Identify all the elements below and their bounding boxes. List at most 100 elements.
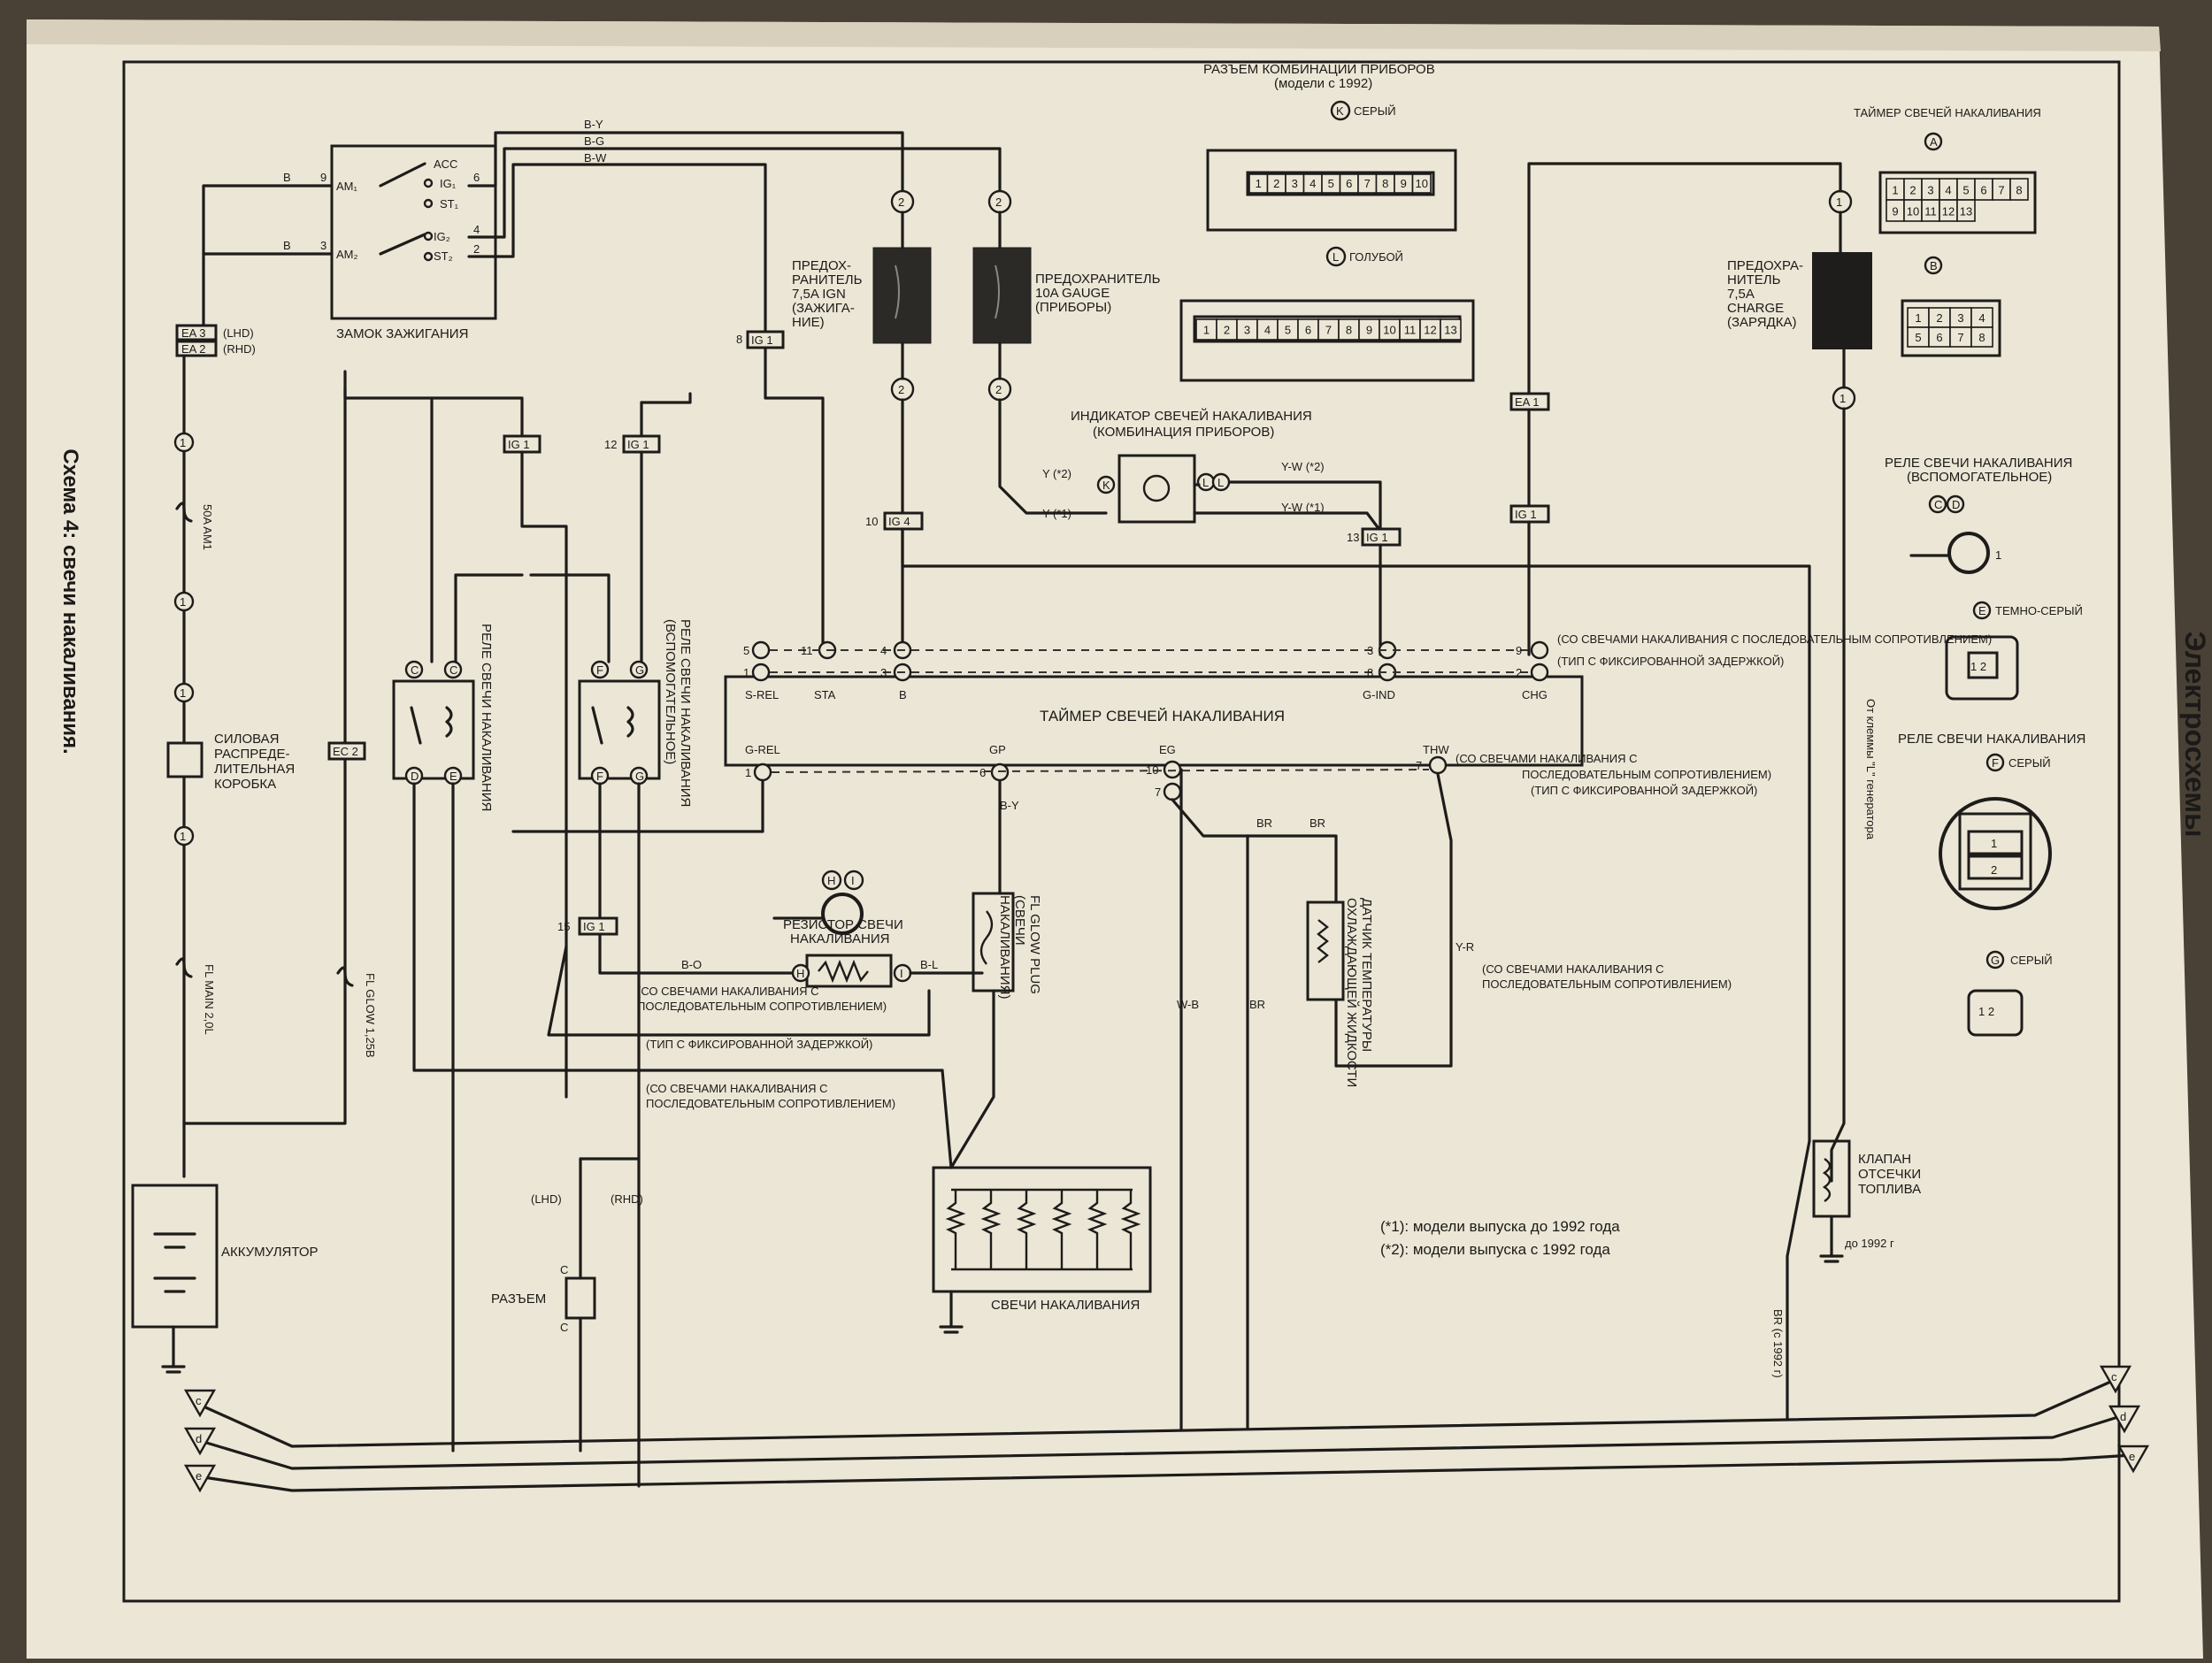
timer-connector-b: [1901, 299, 2001, 357]
connector-pin-number: 12: [1942, 204, 1955, 218]
svg-text:(СО СВЕЧАМИ НАКАЛИВАНИЯ С: (СО СВЕЧАМИ НАКАЛИВАНИЯ С: [1455, 752, 1638, 765]
svg-text:Y (*1): Y (*1): [1042, 507, 1071, 520]
svg-text:S-REL: S-REL: [745, 688, 779, 701]
svg-text:4: 4: [473, 223, 480, 236]
svg-text:G: G: [1991, 954, 2000, 967]
svg-text:CHG: CHG: [1522, 688, 1548, 701]
svg-text:1: 1: [745, 766, 751, 779]
svg-text:1 2: 1 2: [1970, 660, 1986, 673]
battery-label: АККУМУЛЯТОР: [221, 1245, 319, 1260]
svg-text:E: E: [449, 770, 457, 783]
svg-text:B: B: [1930, 259, 1938, 272]
svg-text:2: 2: [898, 383, 904, 396]
contact-am2: AM₂: [336, 248, 358, 261]
svg-text:(СО СВЕЧАМИ НАКАЛИВАНИЯ С: (СО СВЕЧАМИ НАКАЛИВАНИЯ С: [646, 1082, 828, 1095]
contact-st1: ST₁: [440, 197, 459, 211]
svg-text:G: G: [635, 663, 644, 677]
connector-pin-number: 4: [1264, 324, 1271, 337]
connector-pin: [1970, 326, 1993, 348]
svg-text:СЕРЫЙ: СЕРЫЙ: [2010, 954, 2053, 967]
connector-pin-number: 6: [1936, 331, 1942, 344]
connector-pin-number: 8: [1346, 324, 1352, 337]
svg-text:IG 1: IG 1: [1515, 508, 1537, 521]
svg-text:e: e: [2129, 1450, 2135, 1463]
svg-text:G-IND: G-IND: [1363, 688, 1395, 701]
connector-pin-number: 9: [1366, 324, 1372, 337]
connector-e: [1945, 635, 2019, 701]
timer-connector-title: ТАЙМЕР СВЕЧЕЙ НАКАЛИВАНИЯ: [1854, 106, 2041, 119]
svg-text:GP: GP: [989, 743, 1006, 756]
connector-pin: [2009, 178, 2029, 201]
svg-text:(LHD): (LHD): [531, 1192, 562, 1206]
svg-text:(RHD): (RHD): [611, 1192, 643, 1206]
connector-pin-number: 13: [1960, 204, 1972, 218]
svg-text:(LHD): (LHD): [223, 326, 254, 340]
connector-pin-number: 4: [1310, 177, 1316, 190]
timer-connector-a: [1878, 171, 2037, 234]
svg-text:2: 2: [995, 195, 1002, 209]
svg-text:E: E: [1978, 604, 1986, 617]
svg-text:Y-R: Y-R: [1455, 940, 1474, 954]
fuse-charge: [1812, 252, 1872, 349]
connector-pin-number: 5: [1328, 177, 1334, 190]
glow-indicator-label: ИНДИКАТОР СВЕЧЕЙ НАКАЛИВАНИЯ(КОМБИНАЦИЯ …: [1071, 408, 1312, 440]
svg-text:B-G: B-G: [584, 134, 604, 148]
svg-text:13: 13: [1347, 531, 1359, 544]
svg-text:1 2: 1 2: [1978, 1005, 1994, 1018]
svg-text:L: L: [1333, 250, 1339, 264]
connector-pin-number: 6: [1305, 324, 1311, 337]
fuse-gauge: [972, 247, 1032, 344]
power-distribution-box: [166, 741, 204, 778]
svg-text:BR: BR: [1256, 816, 1272, 830]
svg-text:EA 2: EA 2: [181, 342, 205, 356]
svg-text:11: 11: [801, 644, 813, 657]
page-title-right: Электросхемы: [2179, 632, 2211, 838]
svg-text:A: A: [1930, 135, 1938, 149]
svg-text:F: F: [1992, 756, 1999, 770]
svg-text:Y-W (*2): Y-W (*2): [1281, 460, 1325, 473]
footnote-1: (*1): модели выпуска до 1992 года: [1380, 1218, 1620, 1235]
svg-text:ПОСЛЕДОВАТЕЛЬНЫМ СОПРОТИВЛЕНИЕ: ПОСЛЕДОВАТЕЛЬНЫМ СОПРОТИВЛЕНИЕМ): [646, 1097, 895, 1110]
svg-text:2: 2: [1516, 666, 1522, 679]
connector-pin-number: 3: [1927, 183, 1933, 196]
svg-text:3: 3: [320, 239, 326, 252]
svg-text:F: F: [596, 663, 603, 677]
svg-text:СЕРЫЙ: СЕРЫЙ: [1354, 104, 1396, 118]
svg-text:7: 7: [1416, 759, 1422, 772]
connector-pin-number: 10: [1416, 177, 1428, 190]
connector-pin-number: 3: [1292, 177, 1298, 190]
connector-pin-number: 10: [1907, 204, 1919, 218]
connector-pin: [1956, 199, 1976, 222]
connector-pin-number: 2: [1936, 311, 1942, 325]
connector-pin: [1440, 318, 1462, 341]
svg-text:I: I: [900, 967, 903, 980]
svg-text:ПОСЛЕДОВАТЕЛЬНЫМ СОПРОТИВЛЕНИЕ: ПОСЛЕДОВАТЕЛЬНЫМ СОПРОТИВЛЕНИЕМ): [1522, 768, 1771, 781]
svg-text:(ТИП С ФИКСИРОВАННОЙ ЗАДЕРЖКОЙ: (ТИП С ФИКСИРОВАННОЙ ЗАДЕРЖКОЙ): [1557, 655, 1784, 668]
connector-pin-number: 1: [1256, 177, 1262, 190]
svg-text:3: 3: [1367, 644, 1373, 657]
svg-text:2: 2: [898, 195, 904, 209]
connector-l: [1179, 299, 1475, 382]
svg-text:7: 7: [1155, 786, 1161, 799]
svg-text:(RHD): (RHD): [223, 342, 256, 356]
ignition-switch-label: ЗАМОК ЗАЖИГАНИЯ: [336, 326, 468, 341]
page-title-left: Схема 4: свечи накаливания.: [58, 448, 82, 754]
coolant-temp-sensor: [1306, 900, 1345, 1001]
connector-pin-number: 7: [1998, 183, 2004, 196]
svg-text:B-Y: B-Y: [584, 118, 603, 131]
svg-text:4: 4: [880, 644, 887, 657]
svg-text:1: 1: [180, 686, 186, 700]
svg-text:6: 6: [473, 171, 480, 184]
connector-pin-number: 7: [1957, 331, 1963, 344]
connector-pin-number: 12: [1424, 324, 1436, 337]
svg-text:B-W: B-W: [584, 151, 607, 165]
svg-text:ГОЛУБОЙ: ГОЛУБОЙ: [1349, 250, 1403, 264]
connector-pin-number: 10: [1383, 324, 1395, 337]
svg-text:BR: BR: [1310, 816, 1325, 830]
svg-text:e: e: [196, 1469, 202, 1483]
